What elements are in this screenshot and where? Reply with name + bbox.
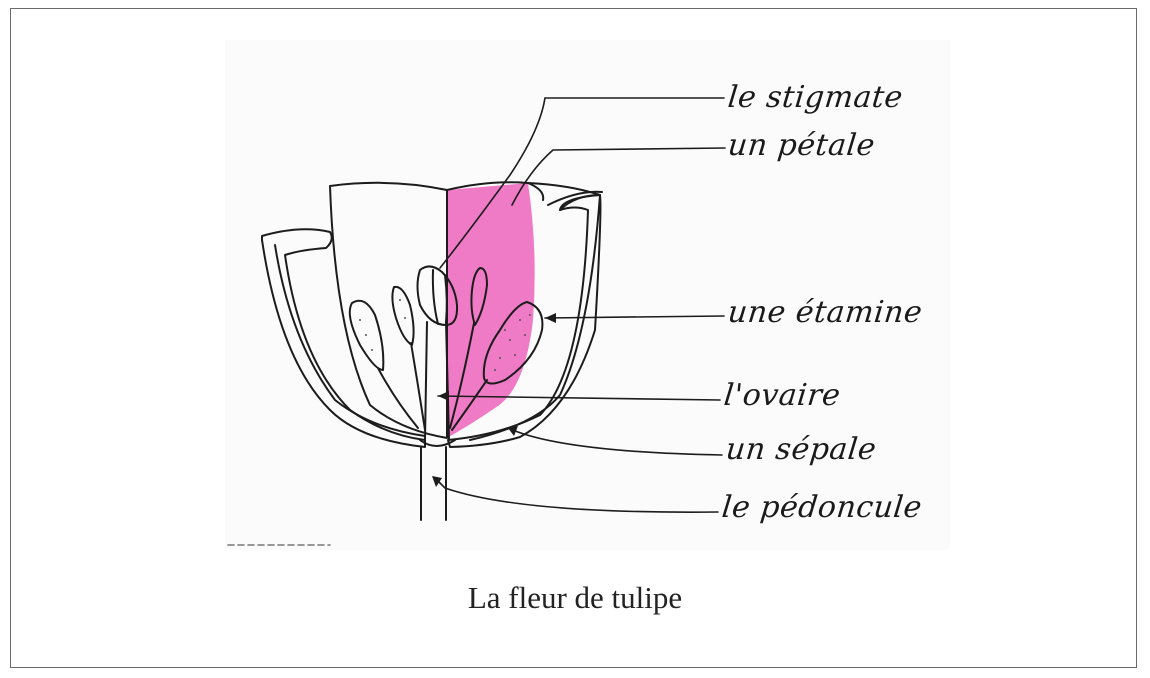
leader-sepale — [508, 428, 722, 455]
figure-caption: La fleur de tulipe — [0, 580, 1150, 616]
stamen-left-2-filament — [411, 343, 425, 430]
label-sepale: un sépale — [724, 432, 878, 467]
leader-etamine — [545, 316, 724, 318]
stamen-left-2 — [392, 287, 413, 345]
label-pedoncule: le pédoncule — [720, 490, 924, 525]
label-etamine: une étamine — [726, 295, 924, 330]
highlighted-petal — [447, 183, 535, 438]
back-petal-left — [330, 183, 447, 438]
ovaire — [425, 322, 449, 440]
leader-pedoncule — [435, 478, 718, 512]
label-ovaire: l'ovaire — [722, 378, 842, 413]
stamen-left-1-filament — [378, 368, 418, 428]
label-petale: un pétale — [726, 128, 877, 163]
label-stigmate: le stigmate — [726, 80, 904, 115]
stigmate-lobes — [433, 270, 447, 324]
pedoncule — [421, 447, 446, 520]
sepal-left — [262, 229, 425, 447]
